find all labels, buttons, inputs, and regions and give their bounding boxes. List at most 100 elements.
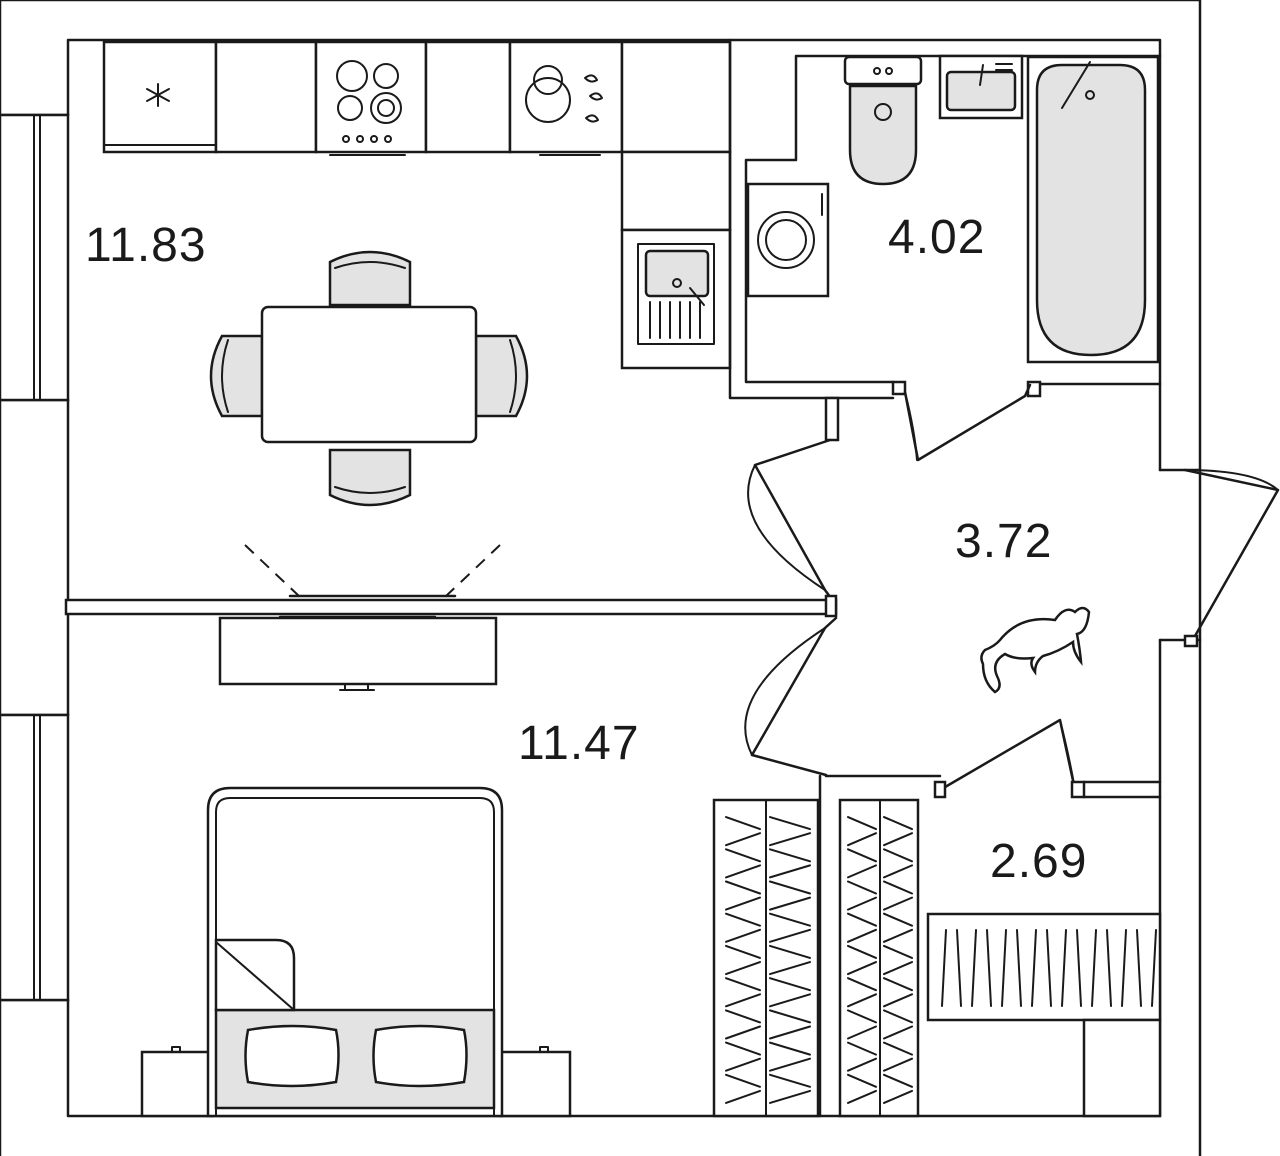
room-area-hallway: 3.72	[955, 515, 1053, 568]
hanger-line	[883, 1057, 913, 1072]
hanger-line	[883, 896, 913, 911]
bathroom-walls	[728, 38, 1162, 442]
hanger-line	[725, 848, 761, 863]
hanger-line	[883, 912, 913, 927]
hanger-line	[1121, 929, 1127, 1007]
toilet-icon	[843, 55, 923, 186]
hanger-line	[769, 1009, 811, 1024]
room-area-bedroom: 11.47	[518, 717, 640, 770]
hanger-line	[769, 977, 811, 992]
hanger-line	[725, 1041, 761, 1056]
hanger-line	[956, 929, 962, 1007]
hanger-line	[769, 1089, 811, 1104]
hanger-line	[769, 832, 811, 847]
hanger-line	[883, 928, 913, 943]
hanger-line	[1001, 929, 1007, 1007]
hanger-line	[883, 832, 913, 847]
hanger-line	[725, 1057, 761, 1072]
hanger-line	[883, 1041, 913, 1056]
hanger-line	[847, 977, 877, 992]
doors	[744, 383, 1280, 1118]
hanger-line	[769, 816, 811, 831]
hanger-line	[847, 928, 877, 943]
hangers	[725, 816, 1157, 1104]
hanger-line	[769, 993, 811, 1008]
hanger-line	[847, 848, 877, 863]
hanger-line	[883, 1073, 913, 1088]
hanger-line	[883, 816, 913, 831]
cat-icon	[980, 606, 1091, 694]
bed	[140, 786, 572, 1118]
bathtub-icon	[1026, 55, 1160, 364]
hanger-line	[769, 961, 811, 976]
hanger-line	[1076, 929, 1082, 1007]
room-area-bathroom: 4.02	[888, 211, 986, 264]
hanger-line	[971, 929, 977, 1007]
hanger-line	[725, 993, 761, 1008]
hanger-line	[725, 961, 761, 976]
hanger-line	[847, 944, 877, 959]
hanger-line	[847, 880, 877, 895]
hanger-line	[847, 1057, 877, 1072]
hanger-line	[725, 1073, 761, 1088]
window-bedroom	[0, 713, 70, 1002]
hanger-line	[725, 864, 761, 879]
hanger-line	[883, 993, 913, 1008]
hanger-line	[847, 961, 877, 976]
room-area-kitchen: 11.83	[85, 219, 207, 272]
hanger-line	[847, 816, 877, 831]
hanger-line	[769, 1025, 811, 1040]
hanger-line	[1046, 929, 1052, 1007]
hanger-line	[1151, 929, 1157, 1007]
hanger-line	[847, 1041, 877, 1056]
hanger-line	[725, 1089, 761, 1104]
sink-icon	[637, 243, 715, 345]
hanger-line	[847, 993, 877, 1008]
hanger-line	[847, 1009, 877, 1024]
hanger-line	[725, 816, 761, 831]
hanger-line	[769, 880, 811, 895]
hanger-line	[883, 961, 913, 976]
hanger-line	[725, 977, 761, 992]
hanger-line	[1031, 929, 1037, 1007]
hanger-line	[769, 928, 811, 943]
hanger-line	[725, 1009, 761, 1024]
snowflake-icon	[146, 83, 170, 107]
hanger-line	[725, 832, 761, 847]
washbasin-icon	[938, 54, 1024, 120]
hanger-line	[847, 1073, 877, 1088]
hanger-line	[847, 896, 877, 911]
hanger-line	[883, 1025, 913, 1040]
hanger-line	[847, 1089, 877, 1104]
hanger-line	[883, 1009, 913, 1024]
hanger-line	[941, 929, 947, 1007]
hanger-line	[883, 880, 913, 895]
hanger-line	[1106, 929, 1112, 1007]
storage-shelf	[926, 912, 1162, 1118]
hanger-line	[725, 880, 761, 895]
room-area-storage: 2.69	[990, 835, 1088, 888]
hanger-line	[847, 832, 877, 847]
hanger-line	[769, 1057, 811, 1072]
hanger-line	[1091, 929, 1097, 1007]
hanger-line	[883, 1089, 913, 1104]
hanger-line	[725, 928, 761, 943]
hanger-line	[769, 848, 811, 863]
hanger-line	[769, 1041, 811, 1056]
hanger-line	[769, 896, 811, 911]
dining-table	[209, 250, 529, 507]
hanger-line	[883, 977, 913, 992]
dishwasher-icon	[525, 65, 603, 156]
hanger-line	[883, 848, 913, 863]
hanger-line	[847, 1025, 877, 1040]
hanger-line	[883, 864, 913, 879]
hanger-line	[769, 912, 811, 927]
hanger-line	[725, 944, 761, 959]
hanger-line	[986, 929, 992, 1007]
hanger-line	[847, 864, 877, 879]
window-kitchen	[0, 113, 70, 402]
hanger-line	[725, 912, 761, 927]
hanger-line	[1016, 929, 1022, 1007]
hanger-line	[769, 1073, 811, 1088]
